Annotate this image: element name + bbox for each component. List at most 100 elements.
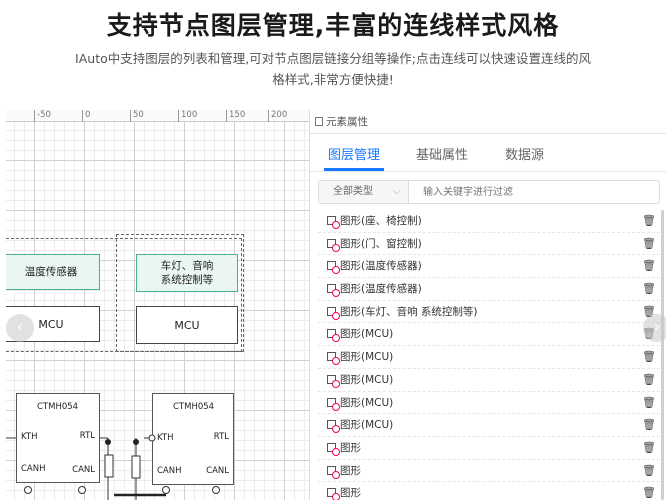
chip-name: CTMH054 xyxy=(173,402,215,412)
layer-list: 图形(座、椅控制) 🗑 图形(门、窗控制) 🗑 图形(温度传感器) 🗑 图形(温度传感器) 🗑… xyxy=(318,210,660,500)
layer-label: 图形(MCU) xyxy=(340,396,394,409)
shape-icon xyxy=(327,465,340,479)
page-title: 支持节点图层管理,丰富的连线样式风格 xyxy=(106,11,560,40)
layer-row[interactable]: 图形(MCU)🗑 xyxy=(318,323,660,347)
shape-icon xyxy=(327,261,340,275)
tab-data-source[interactable]: 数据源 xyxy=(505,148,545,163)
chip-pin-kth: KTH xyxy=(21,432,38,442)
carousel-next-button[interactable]: › xyxy=(643,314,666,342)
shape-icon xyxy=(327,306,340,320)
chip-pin-canl: CANL xyxy=(72,465,95,475)
connector-lines xyxy=(6,434,220,500)
node-temp-sensor[interactable]: 温度传感器 xyxy=(6,254,100,290)
filter-input[interactable] xyxy=(423,181,653,203)
shape-icon xyxy=(327,374,340,388)
chip-pin-rtl: RTL xyxy=(213,432,229,442)
layer-label: 图形(车灯、音响 系统控制等) xyxy=(340,305,478,318)
shape-icon xyxy=(327,216,340,229)
trash-icon[interactable]: 🗑 xyxy=(642,259,656,273)
ruler-tick: 0 xyxy=(82,110,90,122)
node-mcu-right[interactable]: MCU xyxy=(136,306,238,344)
layer-row[interactable]: 图形(车灯、音响 系统控制等)🗑 xyxy=(318,301,660,324)
layer-filter: 全部类型 ⌵ xyxy=(318,180,660,204)
node-mcu-left[interactable]: MCU xyxy=(6,306,100,342)
trash-icon[interactable]: 🗑 xyxy=(642,350,656,364)
type-select-value: 全部类型 xyxy=(333,186,373,197)
layer-row[interactable]: 图形(座、椅控制) 🗑 xyxy=(318,210,660,233)
layer-row[interactable]: 图形(门、窗控制) 🗑 xyxy=(318,233,660,256)
layer-row[interactable]: 图形 🗑 xyxy=(318,460,660,483)
chevron-down-icon: ⌵ xyxy=(393,187,400,197)
layer-label: 图形 xyxy=(340,441,361,454)
layer-label: 图形(温度传感器) xyxy=(340,283,422,296)
shape-icon xyxy=(327,442,340,456)
page-subtitle: IAuto中支持图层的列表和管理,可对节点图层链接分组等操作;点击连线可以快速设… xyxy=(75,51,591,87)
layer-list-scrollbar[interactable] xyxy=(661,210,664,500)
chip-ctmh054-left[interactable]: CTMH054 KTH RTL CANH CANL xyxy=(16,393,100,483)
pin-circle xyxy=(78,486,86,494)
pin-circle xyxy=(24,486,32,494)
shape-icon xyxy=(327,284,340,298)
layer-label: 图形 xyxy=(340,487,361,500)
layer-label: 图形(门、窗控制) xyxy=(340,237,422,250)
node-light-audio[interactable]: 车灯、音响 系统控制等 xyxy=(136,254,238,292)
top-ruler: -50 0 50 100 150 200 xyxy=(6,110,309,122)
ruler-tick: 100 xyxy=(178,110,197,122)
layer-label: 图形(MCU) xyxy=(340,419,394,432)
layer-row[interactable]: 图形(温度传感器) 🗑 xyxy=(318,278,660,301)
resistor-symbol xyxy=(104,454,114,478)
panel-header: 元素属性 xyxy=(310,110,666,134)
junction-dot xyxy=(105,439,111,445)
trash-icon[interactable]: 🗑 xyxy=(642,372,656,386)
pin-circle xyxy=(212,486,220,494)
trash-icon[interactable]: 🗑 xyxy=(642,440,656,454)
active-tab-indicator xyxy=(324,168,384,171)
shape-icon xyxy=(327,352,340,366)
layer-label: 图形(温度传感器) xyxy=(340,260,422,273)
shape-icon xyxy=(327,420,340,434)
shape-icon xyxy=(327,329,340,343)
panel-title: 元素属性 xyxy=(326,115,368,128)
layer-row[interactable]: 图形(MCU) 🗑 xyxy=(318,346,660,369)
layer-label: 图形(座、椅控制) xyxy=(340,215,422,227)
chip-pin-canh: CANH xyxy=(21,464,46,474)
layer-row[interactable]: 图形 🗑 xyxy=(318,437,660,460)
chip-pin-kth: KTH xyxy=(157,433,174,443)
pin-circle xyxy=(162,486,170,494)
ruler-tick: -50 xyxy=(34,110,51,122)
trash-icon[interactable]: 🗑 xyxy=(642,236,656,250)
chip-ctmh054-right[interactable]: CTMH054 KTH RTL CANH CANL xyxy=(152,393,234,485)
ruler-tick: 50 xyxy=(130,110,144,122)
layer-label: 图形(MCU) xyxy=(340,351,394,364)
node-group-right[interactable] xyxy=(116,234,244,352)
junction-dot xyxy=(133,439,139,445)
trash-icon[interactable]: 🗑 xyxy=(642,282,656,296)
diagram-canvas[interactable]: -50 0 50 100 150 200 温度传感器 车灯、音响 系统控制等 M… xyxy=(6,110,309,500)
trash-icon[interactable]: 🗑 xyxy=(642,214,656,227)
layer-label: 图形(MCU) xyxy=(340,373,394,386)
chip-name: CTMH054 xyxy=(37,402,79,412)
chip-pin-canl: CANL xyxy=(206,466,229,476)
trash-icon[interactable]: 🗑 xyxy=(642,418,656,432)
ruler-tick: 200 xyxy=(268,110,287,122)
shape-icon xyxy=(327,397,340,411)
trash-icon[interactable]: 🗑 xyxy=(642,486,656,500)
layer-label: 图形(MCU) xyxy=(340,328,394,341)
layer-label: 图形 xyxy=(340,464,361,477)
layer-row[interactable]: 图形(MCU) 🗑 xyxy=(318,414,660,437)
panel-tabs: 图层管理 基础属性 数据源 xyxy=(310,134,666,172)
layer-row[interactable]: 图形(MCU) 🗑 xyxy=(318,369,660,392)
layer-row[interactable]: 图形 🗑 xyxy=(318,482,660,500)
layer-row[interactable]: 图形(温度传感器) 🗑 xyxy=(318,255,660,279)
type-select[interactable]: 全部类型 ⌵ xyxy=(319,181,409,203)
trash-icon[interactable]: 🗑 xyxy=(642,395,656,409)
layer-row[interactable]: 图形(MCU) 🗑 xyxy=(318,392,660,415)
trash-icon[interactable]: 🗑 xyxy=(642,463,656,477)
carousel-prev-button[interactable]: ‹ xyxy=(6,314,34,342)
tab-layer-management[interactable]: 图层管理 xyxy=(328,148,381,163)
tab-basic-properties[interactable]: 基础属性 xyxy=(416,148,469,163)
chip-pin-rtl: RTL xyxy=(79,431,95,441)
pin-circle xyxy=(148,434,156,442)
ruler-tick: 150 xyxy=(226,110,245,122)
shape-icon xyxy=(327,488,340,500)
